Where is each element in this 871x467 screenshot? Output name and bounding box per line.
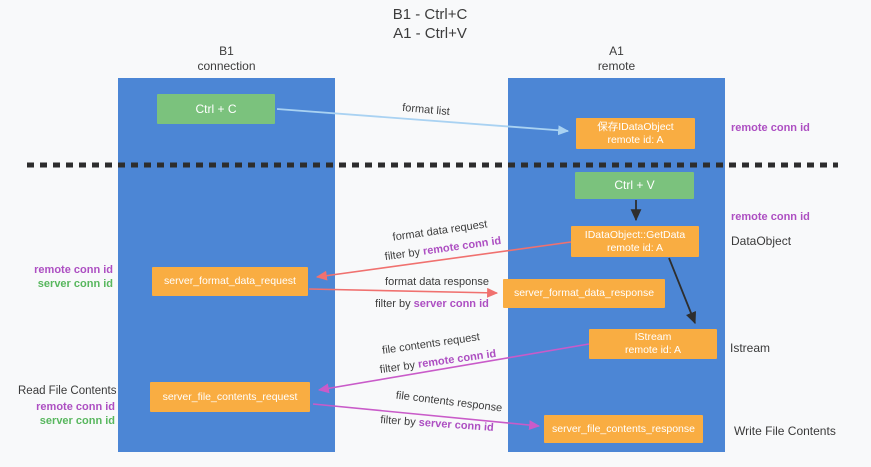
filter-prefix: filter by [384, 245, 424, 264]
annotation-file-conn-ids: remote conn id server conn id [18, 400, 115, 428]
annotation-file-remote-conn-id: remote conn id [36, 401, 115, 413]
annotation-format-server-conn-id: server conn id [37, 278, 113, 290]
node-istream-text: IStream remote id: A [625, 331, 681, 357]
node-format-response-label: server_format_data_response [513, 287, 655, 299]
node-ctrl-c-label: Ctrl + C [195, 101, 237, 116]
node-istream-line1: IStream [634, 331, 672, 343]
lane-header-b1: B1 connection [118, 44, 335, 74]
annotation-write-file-contents: Write File Contents [734, 424, 836, 438]
node-save-idataobject-line2: remote id: A [607, 133, 664, 146]
diagram-title: B1 - Ctrl+C A1 - Ctrl+V [300, 5, 560, 43]
lane-b1-title: B1 [219, 44, 234, 58]
node-server-file-contents-response: server_file_contents_response [544, 415, 703, 443]
lane-header-a1: A1 remote [508, 44, 725, 74]
annotation-format-conn-ids: remote conn id server conn id [18, 263, 113, 291]
filter-key-server-conn-id: server conn id [413, 298, 489, 310]
node-idataobject-getdata: IDataObject::GetData remote id: A [571, 226, 699, 257]
arrow-format-data-response [308, 287, 499, 298]
node-server-file-contents-request: server_file_contents_request [150, 382, 310, 412]
flow-label-format-list: format list [401, 101, 451, 119]
flow-label-format-response-filter: filter by server conn id [375, 298, 489, 310]
annotation-file-server-conn-id: server conn id [39, 415, 115, 427]
node-getdata-line1: IDataObject::GetData [584, 228, 686, 241]
annotation-remote-conn-id-mid: remote conn id [731, 211, 810, 223]
annotation-read-file-contents: Read File Contents [18, 385, 117, 397]
node-save-idataobject-line1: 保存IDataObject [597, 120, 674, 133]
node-format-request-label: server_format_data_request [164, 275, 296, 287]
node-istream: IStream remote id: A [589, 329, 717, 359]
annotation-format-remote-conn-id: remote conn id [34, 264, 113, 276]
annotation-istream: Istream [730, 341, 771, 355]
lane-a1-title: A1 [609, 44, 624, 58]
node-ctrl-v: Ctrl + V [575, 172, 694, 199]
node-idataobject-getdata-text: IDataObject::GetData remote id: A [585, 229, 685, 255]
node-istream-line2: remote id: A [624, 344, 682, 356]
filter-prefix: filter by [379, 414, 420, 429]
lane-a1-subtitle: remote [597, 59, 636, 73]
filter-key-remote-conn-id: remote conn id [417, 347, 497, 371]
node-save-idataobject-text: 保存IDataObject remote id: A [597, 121, 673, 147]
flow-label-file-response-filter: filter by server conn id [380, 414, 494, 434]
node-file-response-label: server_file_contents_response [551, 422, 695, 435]
flow-label-file-contents-response: file contents response [395, 389, 503, 415]
node-ctrl-c: Ctrl + C [157, 94, 275, 124]
filter-key-remote-conn-id: remote conn id [422, 234, 502, 258]
filter-prefix: filter by [375, 298, 414, 310]
node-server-format-data-response: server_format_data_response [503, 279, 665, 308]
filter-prefix: filter by [379, 358, 419, 377]
lane-b1-subtitle: connection [197, 59, 256, 73]
node-save-idataobject: 保存IDataObject remote id: A [576, 118, 695, 149]
annotation-dataobject: DataObject [731, 234, 792, 248]
filter-key-server-conn-id: server conn id [418, 416, 495, 434]
node-file-request-label: server_file_contents_request [162, 390, 298, 403]
title-line-2: A1 - Ctrl+V [393, 25, 467, 42]
flow-label-format-data-response: format data response [385, 276, 489, 288]
node-getdata-line2: remote id: A [606, 241, 663, 254]
title-line-1: B1 - Ctrl+C [392, 6, 468, 23]
node-ctrl-v-label: Ctrl + V [614, 178, 655, 192]
node-server-format-data-request: server_format_data_request [152, 267, 308, 296]
annotation-remote-conn-id-top: remote conn id [731, 122, 810, 134]
